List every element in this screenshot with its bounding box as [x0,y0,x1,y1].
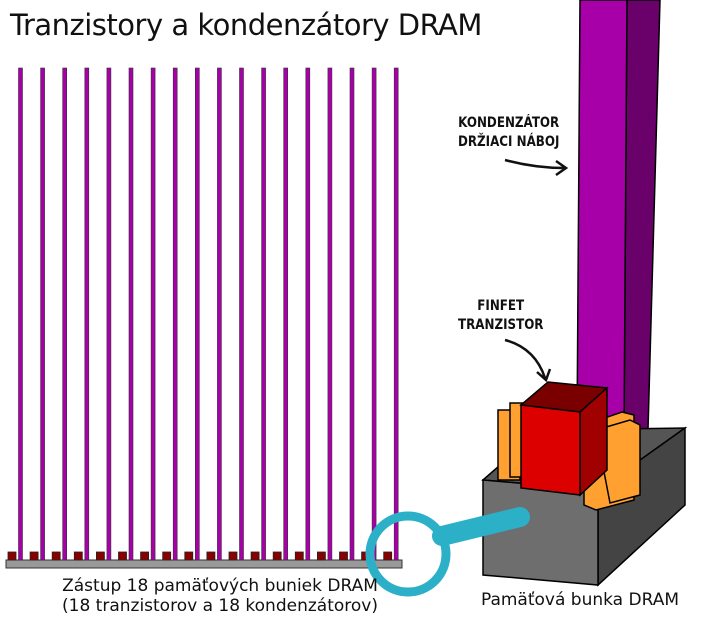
capacitor-rod [261,67,266,561]
capacitor-label: KONDENZÁTOR DRŽIACI NÁBOJ [458,114,559,152]
transistor-block [184,551,194,561]
transistor-block [339,551,348,561]
transistor-block [272,551,282,561]
capacitor-rod [393,67,399,561]
magnifier-icon [365,507,530,597]
transistor-block [250,551,260,561]
capacitor-rod [349,67,355,561]
page-title: Tranzistory a kondenzátory DRAM [10,8,482,42]
transistor-arrow [504,338,552,383]
capacitor-rod [217,67,222,561]
array-base [5,559,403,569]
capacitor-rod [283,67,289,561]
capacitor-rod [18,67,23,561]
capacitor-side [623,0,661,431]
transistor-block [118,551,127,561]
transistor-block [51,551,61,561]
transistor-block [294,551,304,561]
transistor-block [73,551,83,561]
capacitor-arrow [504,158,569,177]
transistor-label-line2: TRANZISTOR [458,317,544,333]
capacitor-rod [371,67,377,561]
transistor-block [96,551,105,561]
capacitor-rod [195,67,200,561]
cell-array [5,67,403,569]
transistor-block [383,551,393,561]
transistor-label-line1: FINFET [477,298,525,314]
capacitor-rod [172,67,178,561]
cell-caption: Pamäťová bunka DRAM [480,590,680,610]
transistor-block [140,551,150,561]
memory-cell-illustration [481,0,688,587]
capacitor-rod [84,67,90,561]
transistor-label: FINFET TRANZISTOR [458,297,543,335]
capacitor-rod [327,67,333,561]
capacitor-rod [62,67,68,561]
transistor-block [29,551,39,561]
capacitor-rod [128,67,134,561]
array-caption-line2: (18 tranzistorov a 18 kondenzátorov) [62,596,378,616]
transistor-block [316,551,326,561]
gate-front [520,404,581,496]
transistor-block [206,551,216,561]
capacitor-label-line2: DRŽIACI NÁBOJ [458,134,560,150]
transistor-block [228,551,238,561]
capacitor-rod [106,67,112,561]
transistor-block [7,551,17,561]
capacitor-label-line1: KONDENZÁTOR [458,115,560,131]
array-caption-line1: Zástup 18 pamäťových buniek DRAM [62,576,378,596]
capacitor-front [576,0,628,431]
capacitor-rod [239,67,244,561]
array-caption: Zástup 18 pamäťových buniek DRAM (18 tra… [20,576,420,616]
capacitor-rod [150,67,156,561]
transistor-block [162,551,172,561]
capacitor-rod [40,67,45,561]
capacitor-rod [305,67,311,561]
